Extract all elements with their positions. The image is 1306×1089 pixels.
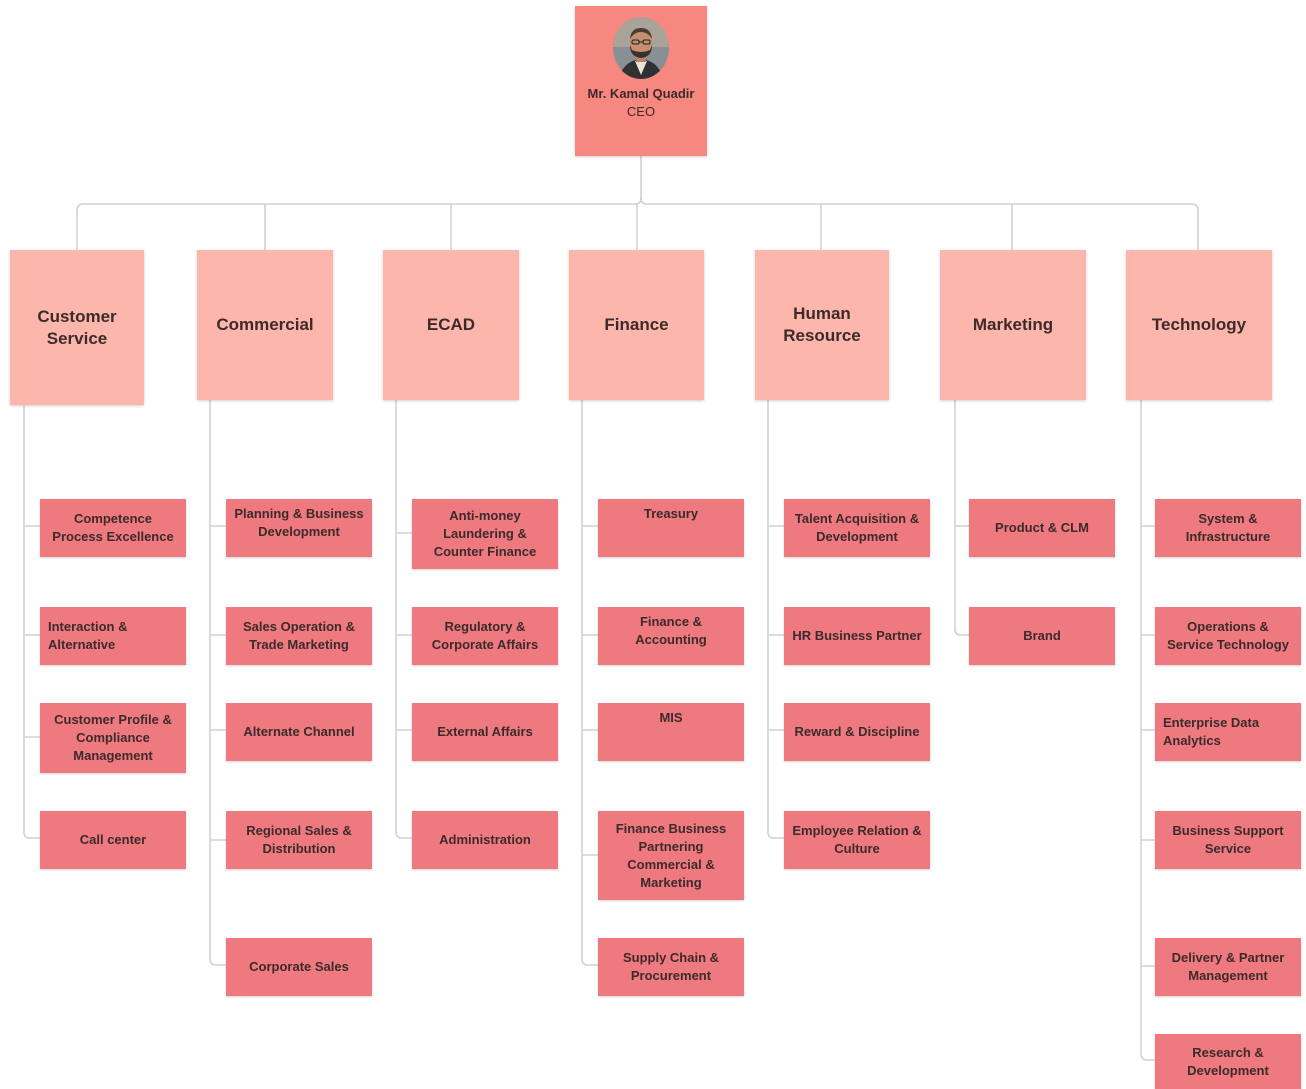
unit-label: Alternate Channel <box>243 724 355 739</box>
unit-corporate-sales[interactable]: Corporate Sales <box>226 938 372 996</box>
dept-commercial[interactable]: Commercial <box>197 250 333 400</box>
dept-marketing[interactable]: Marketing <box>940 250 1086 400</box>
dept-label: Technology <box>1151 315 1247 334</box>
ceo-photo-icon <box>613 17 669 79</box>
dept-label: Commercial <box>216 315 314 334</box>
unit-alternate-channel[interactable]: Alternate Channel <box>226 703 372 761</box>
unit-label: Reward & Discipline <box>794 724 920 739</box>
unit-label: Regulatory & Corporate Affairs <box>431 619 539 652</box>
unit-research-development[interactable]: Research & Development <box>1155 1034 1301 1089</box>
unit-label: Brand <box>1023 628 1061 643</box>
unit-treasury[interactable]: Treasury <box>598 499 744 557</box>
unit-administration[interactable]: Administration <box>412 811 558 869</box>
unit-label: Corporate Sales <box>249 959 349 974</box>
unit-label: System & Infrastructure <box>1185 511 1271 544</box>
unit-label: Supply Chain & Procurement <box>622 950 720 983</box>
unit-brand[interactable]: Brand <box>969 607 1115 665</box>
unit-system-infrastructure[interactable]: System & Infrastructure <box>1155 499 1301 557</box>
unit-delivery-partner-management[interactable]: Delivery & Partner Management <box>1155 938 1301 996</box>
ceo-card[interactable]: Mr. Kamal Quadir CEO <box>575 6 707 156</box>
unit-label: Delivery & Partner Management <box>1171 950 1285 983</box>
unit-label: Employee Relation & Culture <box>792 823 922 856</box>
unit-reward-discipline[interactable]: Reward & Discipline <box>784 703 930 761</box>
dept-technology[interactable]: Technology <box>1126 250 1272 400</box>
unit-regional-sales-distribution[interactable]: Regional Sales & Distribution <box>226 811 372 869</box>
unit-label: Operations & Service Technology <box>1167 619 1289 652</box>
unit-employee-relation-culture[interactable]: Employee Relation & Culture <box>784 811 930 869</box>
dept-label: ECAD <box>426 315 476 334</box>
unit-label: Administration <box>439 832 531 847</box>
ceo-name: Mr. Kamal Quadir <box>587 86 695 101</box>
ceo-avatar <box>613 17 669 79</box>
unit-mis[interactable]: MIS <box>598 703 744 761</box>
dept-ecad[interactable]: ECAD <box>383 250 519 400</box>
unit-label: Finance & Accounting <box>635 614 707 647</box>
unit-label: Sales Operation & Trade Marketing <box>243 619 355 652</box>
unit-label: HR Business Partner <box>792 628 922 643</box>
unit-label: Regional Sales & Distribution <box>246 823 352 856</box>
unit-label: Customer Profile & Compliance Management <box>54 712 172 763</box>
unit-anti-money-laundering[interactable]: Anti-money Laundering & Counter Finance <box>412 499 558 569</box>
unit-label: Treasury <box>643 506 699 521</box>
unit-interaction-alternative[interactable]: Interaction & Alternative <box>40 607 186 665</box>
unit-call-center[interactable]: Call center <box>40 811 186 869</box>
unit-label: Anti-money Laundering & Counter Finance <box>433 508 537 559</box>
dept-human-resource[interactable]: Human Resource <box>755 250 889 400</box>
unit-operations-service-technology[interactable]: Operations & Service Technology <box>1155 607 1301 665</box>
unit-customer-profile-compliance[interactable]: Customer Profile & Compliance Management <box>40 703 186 773</box>
unit-label: External Affairs <box>437 724 533 739</box>
unit-label: Competence Process Excellence <box>52 511 174 544</box>
unit-label: Product & CLM <box>995 520 1089 535</box>
unit-sales-operation-trade-marketing[interactable]: Sales Operation & Trade Marketing <box>226 607 372 665</box>
dept-label: Finance <box>604 315 669 334</box>
unit-finance-business-partnering[interactable]: Finance Business Partnering Commercial &… <box>598 811 744 900</box>
unit-label: Enterprise Data Analytics <box>1163 715 1260 748</box>
unit-supply-chain-procurement[interactable]: Supply Chain & Procurement <box>598 938 744 996</box>
unit-talent-acquisition-development[interactable]: Talent Acquisition & Development <box>784 499 930 557</box>
unit-label: Finance Business Partnering Commercial &… <box>615 820 727 890</box>
unit-label: Call center <box>79 832 147 847</box>
unit-finance-accounting[interactable]: Finance & Accounting <box>598 607 744 665</box>
dept-customer-service[interactable]: Customer Service <box>10 250 144 405</box>
dept-finance[interactable]: Finance <box>569 250 704 400</box>
ceo-title: CEO <box>626 104 656 119</box>
unit-product-clm[interactable]: Product & CLM <box>969 499 1115 557</box>
unit-hr-business-partner[interactable]: HR Business Partner <box>784 607 930 665</box>
dept-label: Marketing <box>972 315 1054 334</box>
unit-label: Talent Acquisition & Development <box>794 511 920 544</box>
dept-label: Human Resource <box>783 304 861 345</box>
unit-label: Planning & Business Development <box>234 506 364 539</box>
unit-external-affairs[interactable]: External Affairs <box>412 703 558 761</box>
unit-label: MIS <box>659 710 683 725</box>
unit-label: Research & Development <box>1187 1044 1269 1078</box>
unit-label: Business Support Service <box>1172 823 1284 856</box>
unit-label: Interaction & Alternative <box>48 619 128 652</box>
unit-enterprise-data-analytics[interactable]: Enterprise Data Analytics <box>1155 703 1301 761</box>
dept-label: Customer Service <box>37 306 117 348</box>
unit-competence-process-excellence[interactable]: Competence Process Excellence <box>40 499 186 557</box>
unit-planning-business-development[interactable]: Planning & Business Development <box>226 499 372 557</box>
unit-business-support-service[interactable]: Business Support Service <box>1155 811 1301 869</box>
unit-regulatory-corporate-affairs[interactable]: Regulatory & Corporate Affairs <box>412 607 558 665</box>
